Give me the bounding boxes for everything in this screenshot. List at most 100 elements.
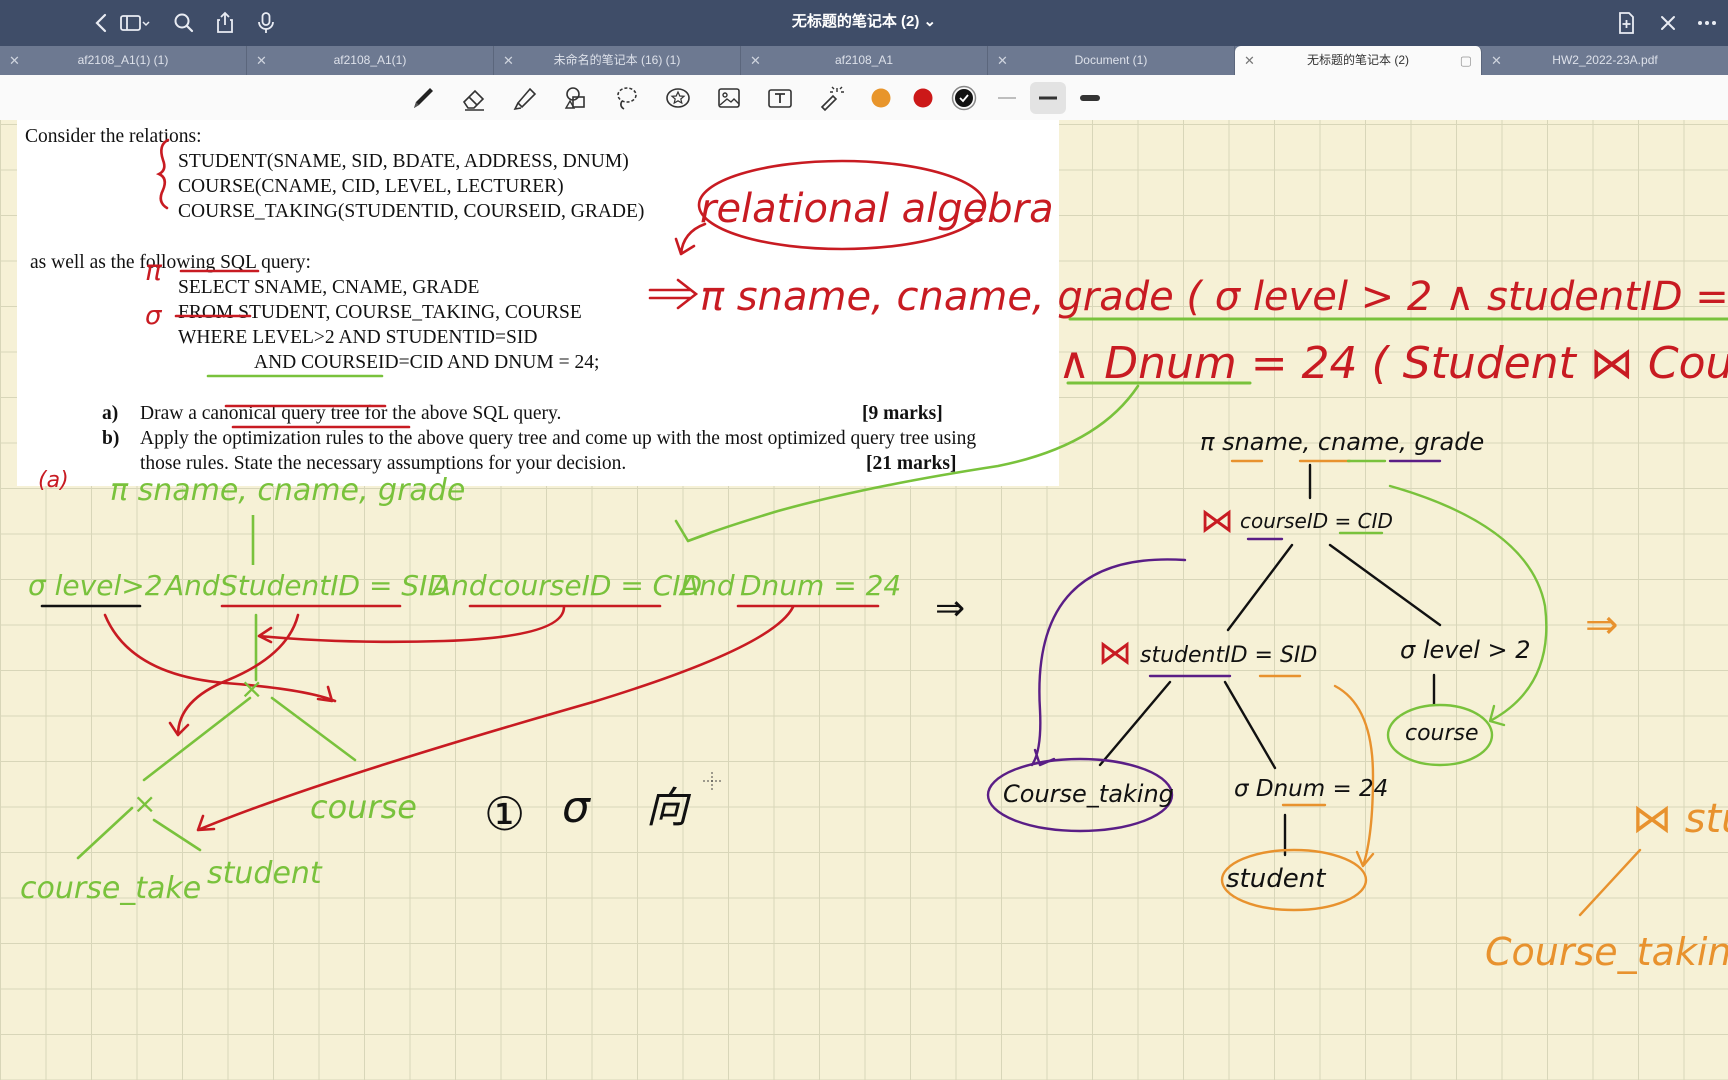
tab-close-icon[interactable]: ✕ xyxy=(1491,53,1502,68)
tree-b-course-join-condition: courseID = CID xyxy=(1240,509,1393,533)
tree-a-course: course xyxy=(310,788,417,826)
tree-b-projection: π sname, cname, grade xyxy=(1200,428,1484,456)
relation-student: STUDENT(SNAME, SID, BDATE, ADDRESS, DNUM… xyxy=(178,151,629,172)
more-options-icon[interactable] xyxy=(1693,9,1721,37)
question-a-number: a) xyxy=(102,403,119,424)
note-canvas[interactable]: Consider the relations: STUDENT(SNAME, S… xyxy=(0,120,1728,1080)
implies-arrow xyxy=(648,278,699,310)
partial-course-taking-label: Course_taking xyxy=(1485,930,1728,974)
new-page-icon[interactable] xyxy=(1612,9,1640,37)
thick-stroke-option[interactable] xyxy=(1075,83,1105,113)
tree-a-cross-product: × xyxy=(240,672,263,705)
thin-stroke-option[interactable] xyxy=(992,83,1022,113)
sticker-icon[interactable] xyxy=(663,83,693,113)
tab-label: Document (1) xyxy=(1074,53,1148,67)
tab-close-icon[interactable]: ✕ xyxy=(503,53,514,68)
close-icon[interactable] xyxy=(1654,9,1682,37)
tree-a-selection-2: StudentID = SID xyxy=(220,569,449,602)
share-icon[interactable] xyxy=(211,9,239,37)
tab-bar: ✕ af2108_A1(1) (1) ✕ af2108_A1(1) ✕ 未命名的… xyxy=(0,46,1728,75)
pdf-red-underlines xyxy=(174,269,411,429)
search-icon[interactable] xyxy=(170,9,198,37)
tab-label: af2108_A1 xyxy=(834,53,894,67)
expression-to-tree-arrow xyxy=(674,384,1140,543)
tab-label: HW2_2022-23A.pdf xyxy=(1552,53,1658,67)
note-character: 向 xyxy=(646,783,692,832)
question-a-marks: [9 marks] xyxy=(862,403,943,424)
tab-close-icon[interactable]: ✕ xyxy=(9,53,20,68)
tab-af2108-a1[interactable]: ✕ af2108_A1 xyxy=(741,46,988,75)
image-icon[interactable] xyxy=(714,83,744,113)
text-icon[interactable] xyxy=(765,83,795,113)
tab-document-1[interactable]: ✕ Document (1) xyxy=(988,46,1235,75)
red-color-swatch[interactable] xyxy=(908,83,938,113)
tree-b-join-symbol-1: ⋈ xyxy=(1200,501,1234,541)
tree-a-and-1: And xyxy=(163,569,220,602)
question-b-marks: [21 marks] xyxy=(866,453,957,474)
question-b-text-cont: those rules. State the necessary assumpt… xyxy=(140,453,627,474)
tab-untitled-notebook-2[interactable]: ✕ 无标题的笔记本 (2) ▢ xyxy=(1235,46,1482,75)
black-color-swatch[interactable] xyxy=(949,83,979,113)
laser-pointer-icon[interactable] xyxy=(816,83,846,113)
crosshair-cursor-icon xyxy=(703,772,721,790)
algebra-expression-line-2: ∧ Dnum = 24 ( Student ⋈ Course ⋈ Cou xyxy=(1058,338,1728,389)
tab-af2108-a1-1-1[interactable]: ✕ af2108_A1(1) (1) xyxy=(0,46,247,75)
title-bar: 无标题的笔记本 (2) ⌄ xyxy=(0,0,1728,46)
highlighter-icon[interactable] xyxy=(510,83,540,113)
relational-algebra-label: relational algebra xyxy=(700,186,1054,232)
lasso-icon[interactable] xyxy=(612,83,642,113)
tab-label: af2108_A1(1) xyxy=(333,53,407,67)
sql-select-line: SELECT SNAME, CNAME, GRADE xyxy=(178,277,480,298)
algebra-expression-line-1: π sname, cname, grade ( σ level > 2 ∧ st… xyxy=(700,274,1728,320)
relation-course: COURSE(CNAME, CID, LEVEL, LECTURER) xyxy=(178,176,564,197)
pi-mark: π xyxy=(145,254,163,287)
tab-close-icon[interactable]: ✕ xyxy=(750,53,761,68)
tree-a-and-3: And xyxy=(678,569,735,602)
tab-hw2-pdf[interactable]: ✕ HW2_2022-23A.pdf xyxy=(1482,46,1728,75)
tab-label: 未命名的笔记本 (16) (1) xyxy=(553,53,681,67)
eraser-icon[interactable] xyxy=(459,83,489,113)
sidebar-toggle-icon[interactable] xyxy=(118,9,152,37)
back-icon[interactable] xyxy=(88,9,116,37)
sql-intro-text: as well as the following SQL query: xyxy=(30,252,311,273)
sql-and-line: AND COURSEID=CID AND DNUM = 24; xyxy=(254,352,600,373)
note-number-1: ① xyxy=(484,787,525,841)
relational-algebra-circle xyxy=(697,159,987,251)
microphone-icon[interactable] xyxy=(252,9,280,37)
tab-close-icon[interactable]: ✕ xyxy=(1244,53,1255,68)
tab-close-icon[interactable]: ✕ xyxy=(997,53,1008,68)
relations-brace xyxy=(155,138,170,210)
question-b-text: Apply the optimization rules to the abov… xyxy=(140,428,977,449)
medium-stroke-option[interactable] xyxy=(1030,82,1066,114)
tree-a-projection: π sname, cname, grade xyxy=(110,473,465,508)
tree-b-student-join-condition: studentID = SID xyxy=(1140,643,1317,668)
shapes-icon[interactable] xyxy=(561,83,591,113)
tree-a-and-2: And xyxy=(430,569,487,602)
pdf-question-excerpt: Consider the relations: STUDENT(SNAME, S… xyxy=(17,120,1059,486)
tab-untitled-notebook-16[interactable]: ✕ 未命名的笔记本 (16) (1) xyxy=(494,46,741,75)
drawing-toolbar xyxy=(0,75,1728,121)
tree-a-course-take: course_take xyxy=(20,871,201,906)
intro-text: Consider the relations: xyxy=(25,126,202,147)
pen-icon[interactable] xyxy=(408,83,438,113)
tree-b-student: student xyxy=(1226,864,1326,894)
orange-implies-arrow: ⇒ xyxy=(1585,602,1619,648)
question-a-text: Draw a canonical query tree for the abov… xyxy=(140,403,562,424)
tree-a-selection-4: Dnum = 24 xyxy=(740,569,901,602)
implies-arrow-black: ⇒ xyxy=(935,588,965,629)
split-view-icon[interactable]: ▢ xyxy=(1459,53,1472,68)
sql-from-line: FROM STUDENT, COURSE_TAKING, COURSE xyxy=(178,302,582,323)
tab-af2108-a1-1[interactable]: ✕ af2108_A1(1) xyxy=(247,46,494,75)
tab-close-icon[interactable]: ✕ xyxy=(256,53,267,68)
relation-course-taking: COURSE_TAKING(STUDENTID, COURSEID, GRADE… xyxy=(178,201,645,222)
partial-join-label: ⋈ stu xyxy=(1632,796,1728,842)
tab-label: af2108_A1(1) (1) xyxy=(77,53,169,67)
part-a-label: (a) xyxy=(38,468,69,493)
sql-where-line: WHERE LEVEL>2 AND STUDENTID=SID xyxy=(178,327,538,348)
question-b-number: b) xyxy=(102,428,120,449)
note-sigma: σ xyxy=(562,782,591,833)
tree-a-selection-3: courseID = CID xyxy=(488,569,702,602)
tree-b-course: course xyxy=(1405,721,1479,746)
relational-algebra-arrow xyxy=(674,222,707,256)
orange-color-swatch[interactable] xyxy=(866,83,896,113)
